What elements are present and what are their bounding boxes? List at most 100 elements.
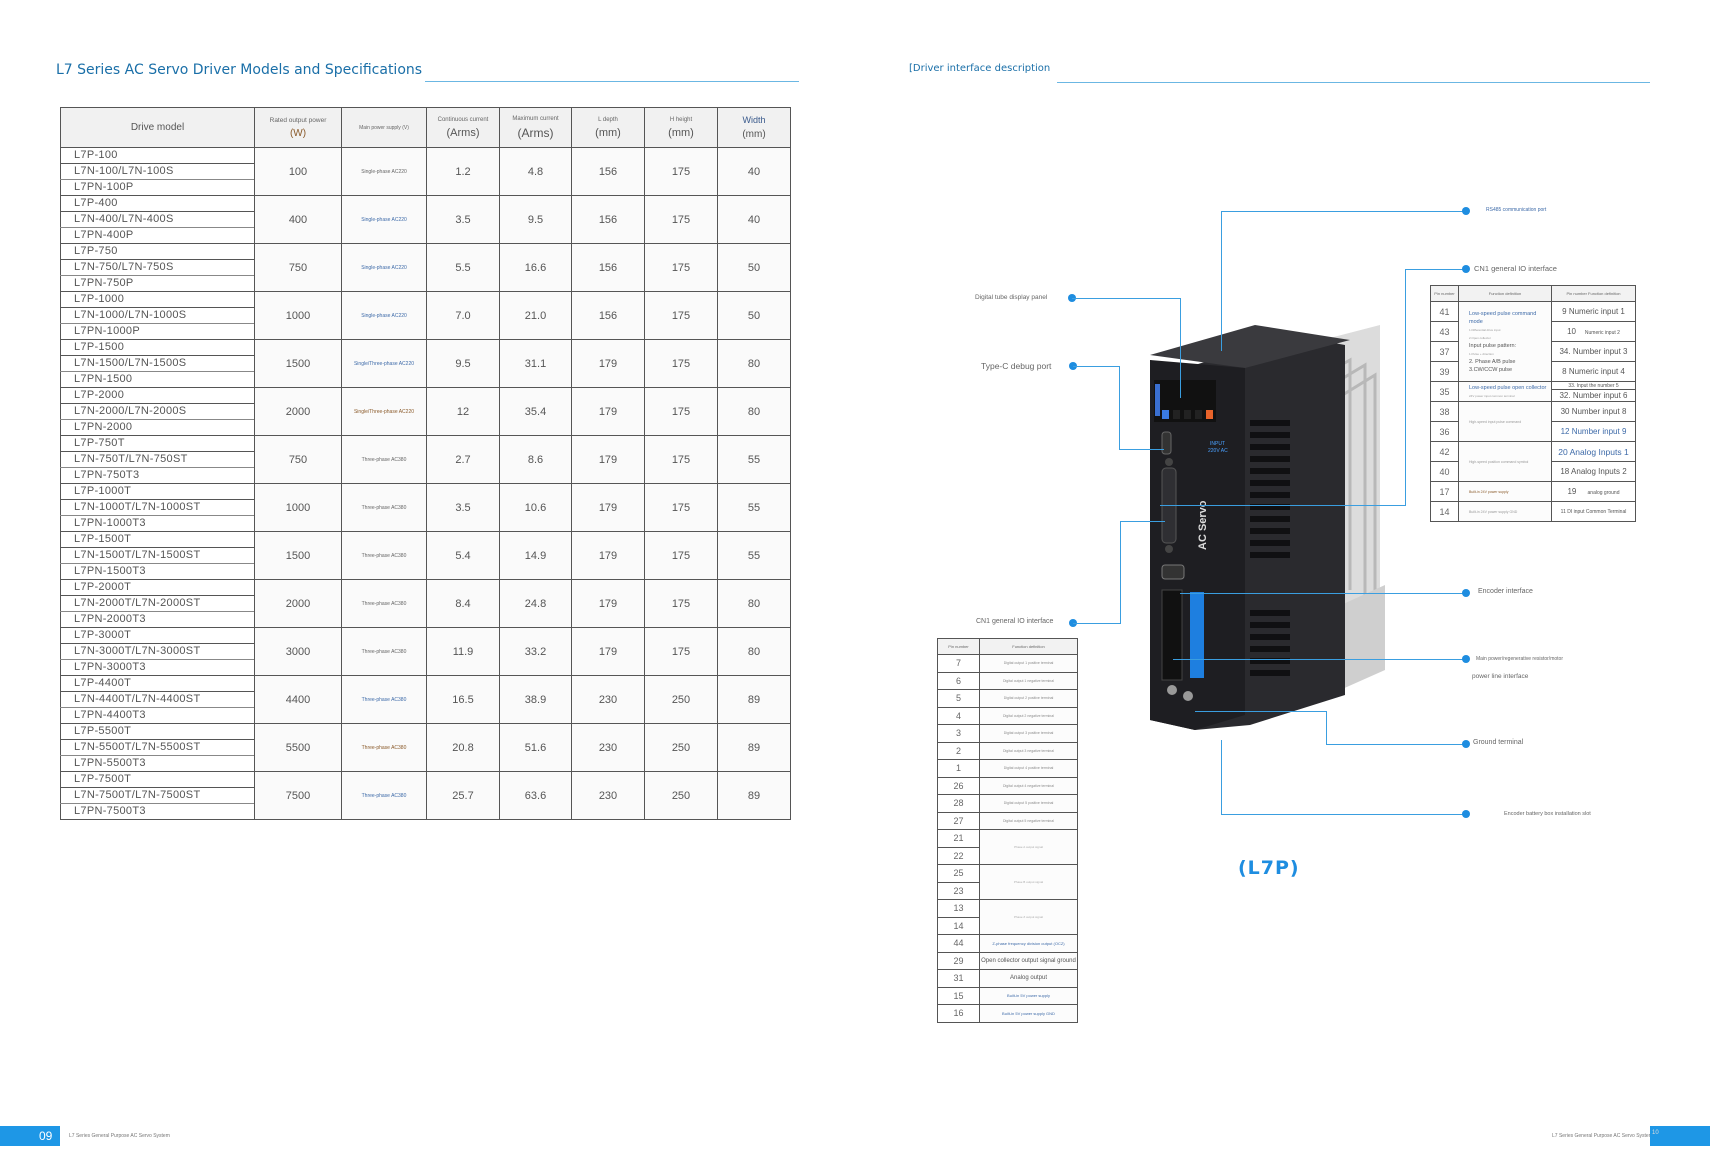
cn1r-pin: 42 <box>1430 441 1459 462</box>
leader-line-ground-h2 <box>1326 744 1466 745</box>
typec-port <box>1161 431 1172 455</box>
spec-table: Drive model Rated output power(W) Main p… <box>60 107 791 820</box>
power-terminal-block <box>1161 589 1183 681</box>
main-supply-cell: Three-phase AC380 <box>341 723 427 772</box>
maximum-current-cell: 4.8 <box>499 147 572 196</box>
model-cell: L7N-750/L7N-750S <box>60 259 255 276</box>
maximum-current-cell: 31.1 <box>499 339 572 388</box>
main-supply-cell: Single/Three-phase AC220 <box>341 387 427 436</box>
model-cell: L7N-100/L7N-100S <box>60 163 255 180</box>
encoder-port <box>1161 564 1185 580</box>
leader-line-ground-v <box>1326 711 1327 744</box>
width-cell: 80 <box>717 387 791 436</box>
dot-encoder <box>1462 589 1470 597</box>
rated-power-cell: 400 <box>254 195 342 244</box>
model-cell: L7N-7500T/L7N-7500ST <box>60 787 255 804</box>
cn1l-pin: 22 <box>937 846 980 865</box>
model-cell: L7P-1000T <box>60 483 255 500</box>
width-cell: 40 <box>717 195 791 244</box>
cn1r-right-cell: 9 Numeric input 1 <box>1551 301 1636 322</box>
model-cell: L7PN-1500 <box>60 371 255 388</box>
width-cell: 89 <box>717 675 791 724</box>
model-cell: L7PN-100P <box>60 179 255 196</box>
main-supply-cell: Three-phase AC380 <box>341 531 427 580</box>
continuous-current-cell: 3.5 <box>426 483 500 532</box>
height-cell: 250 <box>644 675 718 724</box>
model-cell: L7N-1000T/L7N-1000ST <box>60 499 255 516</box>
depth-cell: 179 <box>571 387 645 436</box>
label-main-power-2: power line interface <box>1472 673 1529 680</box>
cn1r-pin: 35 <box>1430 381 1459 402</box>
cn1l-pin: 13 <box>937 899 980 918</box>
continuous-current-cell: 1.2 <box>426 147 500 196</box>
rated-power-cell: 2000 <box>254 387 342 436</box>
header-drive-model: Drive model <box>60 107 255 148</box>
cn1l-fn: Digital output 2 positive terminal <box>979 689 1078 708</box>
cn1r-pin: 39 <box>1430 361 1459 382</box>
depth-cell: 230 <box>571 723 645 772</box>
label-battery: Encoder battery box installation slot <box>1504 811 1591 817</box>
cn1r-pin: 38 <box>1430 401 1459 422</box>
continuous-current-cell: 5.4 <box>426 531 500 580</box>
spec-row: L7PN-1000T3 <box>60 515 791 532</box>
rated-power-cell: 100 <box>254 147 342 196</box>
cn1r-right-cell: 10 Numeric input 2 <box>1551 321 1636 342</box>
spec-row: L7N-1500T/L7N-1500ST <box>60 547 791 564</box>
cn1r-header-pin-fn: Pin number Function definition <box>1551 285 1636 302</box>
leader-line-cn1-right-v <box>1405 269 1406 505</box>
page-title-left: L7 Series AC Servo Driver Models and Spe… <box>56 62 423 78</box>
spec-row: L7N-7500T/L7N-7500ST <box>60 787 791 804</box>
cn1l-fn: Z-phase frequency division output (OCZ) <box>979 934 1078 953</box>
continuous-current-cell: 11.9 <box>426 627 500 676</box>
cn1l-pin: 7 <box>937 654 980 673</box>
footer-page-block-left <box>0 1126 60 1146</box>
main-supply-cell: Three-phase AC380 <box>341 771 427 820</box>
height-cell: 175 <box>644 243 718 292</box>
depth-cell: 179 <box>571 339 645 388</box>
model-cell: L7N-4400T/L7N-4400ST <box>60 691 255 708</box>
cn1l-pin: 29 <box>937 951 980 970</box>
model-cell: L7PN-750P <box>60 275 255 292</box>
maximum-current-cell: 38.9 <box>499 675 572 724</box>
svg-text:AC Servo: AC Servo <box>1197 500 1209 550</box>
spec-row: L7N-750T/L7N-750ST <box>60 451 791 468</box>
model-cell: L7PN-400P <box>60 227 255 244</box>
cn1l-pin: 4 <box>937 706 980 725</box>
cn1r-right-cell: 8 Numeric input 4 <box>1551 361 1636 382</box>
width-cell: 80 <box>717 579 791 628</box>
header-rated-power: Rated output power(W) <box>254 107 342 148</box>
height-cell: 175 <box>644 435 718 484</box>
main-supply-cell: Single/Three-phase AC220 <box>341 339 427 388</box>
continuous-current-cell: 8.4 <box>426 579 500 628</box>
depth-cell: 179 <box>571 579 645 628</box>
svg-text:INPUT: INPUT <box>1210 441 1225 447</box>
spec-row: L7PN-1500T3 <box>60 563 791 580</box>
model-cell: L7P-750T <box>60 435 255 452</box>
depth-cell: 179 <box>571 483 645 532</box>
model-cell: L7P-5500T <box>60 723 255 740</box>
height-cell: 175 <box>644 483 718 532</box>
rated-power-cell: 1500 <box>254 339 342 388</box>
ground-screw <box>1167 685 1177 695</box>
rated-power-cell: 1000 <box>254 291 342 340</box>
model-cell: L7P-400 <box>60 195 255 212</box>
cn1l-fn: Digital output 5 negative terminal <box>979 811 1078 830</box>
width-cell: 89 <box>717 723 791 772</box>
cn1l-fn: Digital output 3 negative terminal <box>979 741 1078 760</box>
model-cell: L7P-2000T <box>60 579 255 596</box>
height-cell: 175 <box>644 147 718 196</box>
footer-text-right: L7 Series General Purpose AC Servo Syste… <box>1552 1133 1653 1139</box>
depth-cell: 179 <box>571 435 645 484</box>
label-ground: Ground terminal <box>1473 739 1524 746</box>
label-typec: Type-C debug port <box>981 361 1052 371</box>
